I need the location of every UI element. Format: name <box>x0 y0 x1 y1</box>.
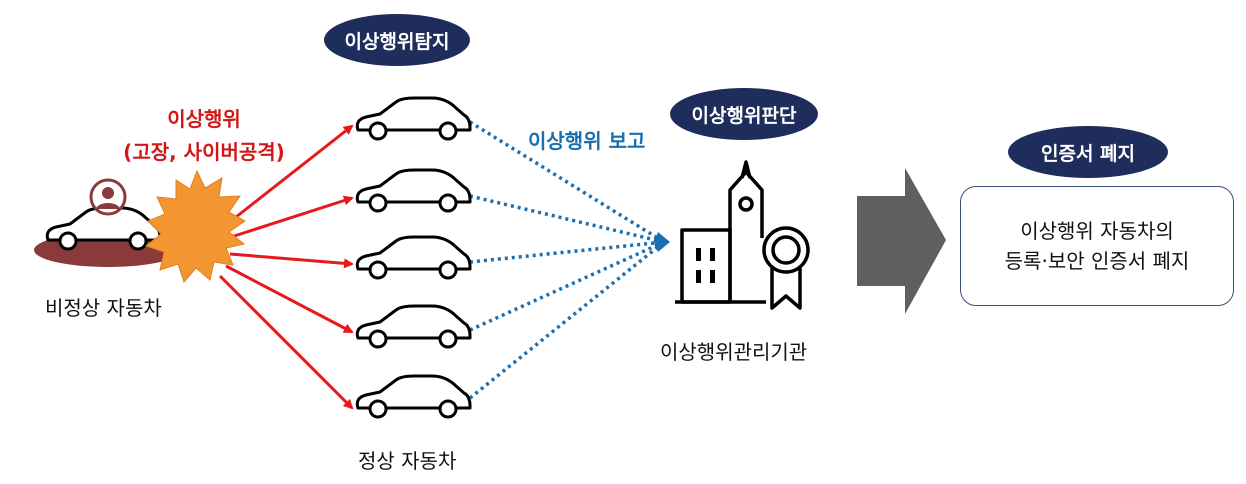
report-arrowhead <box>654 232 670 252</box>
authority-label: 이상행위관리기관 <box>660 340 808 364</box>
normal-vehicle-label: 정상 자동차 <box>358 449 457 473</box>
car-icon <box>355 96 472 141</box>
attack-arrow <box>229 252 354 269</box>
result-box: 이상행위 자동차의 등록·보안 인증서 폐지 <box>960 186 1234 306</box>
attack-arrow <box>225 264 354 334</box>
revoke-pill: 인증서 폐지 <box>1008 126 1168 178</box>
result-line1: 이상행위 자동차의 <box>1020 219 1174 243</box>
car-icon <box>355 168 472 213</box>
burst-icon <box>144 169 246 283</box>
report-lines <box>468 120 666 400</box>
hacker-icon <box>89 178 127 216</box>
judge-pill: 이상행위판단 <box>670 88 818 140</box>
authority-building-icon <box>675 160 766 304</box>
attack-arrow <box>221 124 354 230</box>
report-label: 이상행위 보고 <box>528 129 646 153</box>
certificate-ribbon-icon <box>762 226 810 310</box>
detect-pill: 이상행위탐지 <box>324 14 470 66</box>
car-icon <box>355 304 472 349</box>
abnormal-vehicle-label: 비정상 자동차 <box>45 296 162 320</box>
attack-arrow <box>227 195 354 240</box>
misbehavior-label: 이상행위 (고장, 사이버공격) <box>100 103 308 165</box>
big-arrow-icon <box>857 168 946 314</box>
car-icon <box>355 374 472 419</box>
misbehavior-label-line2: (고장, 사이버공격) <box>123 140 285 164</box>
misbehavior-label-line1: 이상행위 <box>167 107 241 131</box>
car-icon <box>355 235 472 280</box>
result-line2: 등록·보안 인증서 폐지 <box>1004 249 1190 273</box>
abnormal-vehicle <box>34 178 182 267</box>
attack-arrow <box>218 274 354 410</box>
normal-vehicles <box>355 96 472 419</box>
attack-arrows <box>218 124 354 410</box>
